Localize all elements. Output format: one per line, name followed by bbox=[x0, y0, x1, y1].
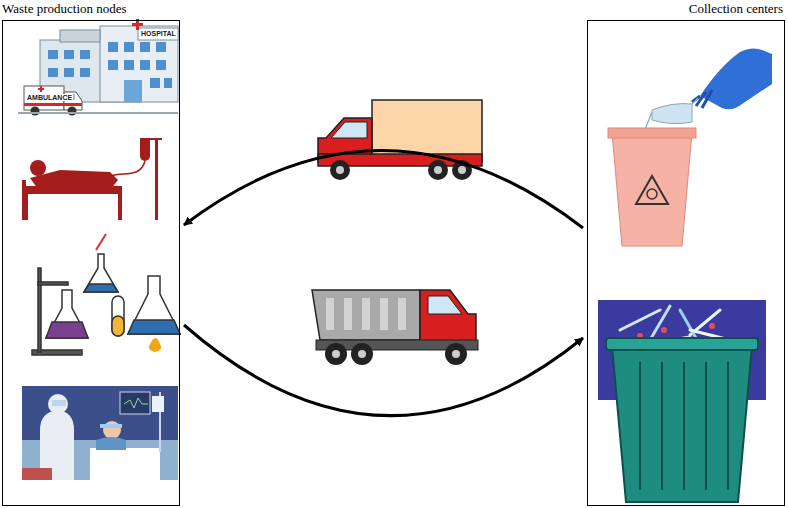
box-truck-icon bbox=[318, 100, 482, 180]
sign-label: AMBULANCE bbox=[26, 94, 73, 101]
lab-icon bbox=[32, 234, 180, 355]
sign-label: HOSPITAL bbox=[140, 30, 177, 37]
panel-heading: Waste production nodes bbox=[2, 1, 127, 17]
patient-icon bbox=[22, 138, 162, 220]
panel-heading: Collection centers bbox=[689, 1, 783, 17]
biohazard-bin-icon bbox=[608, 48, 772, 246]
hospital-icon bbox=[18, 19, 178, 116]
flow-arrow bbox=[184, 150, 583, 228]
panel-box: Waste production nodes bbox=[2, 0, 180, 506]
icu-scene-icon bbox=[22, 386, 178, 480]
flow-arrow bbox=[184, 325, 583, 416]
panel-border bbox=[2, 20, 180, 506]
sharps-bin-icon bbox=[598, 300, 766, 502]
panel-border bbox=[587, 20, 785, 506]
dump-truck-icon bbox=[312, 290, 478, 365]
panel-box: Collection centers bbox=[587, 0, 785, 506]
